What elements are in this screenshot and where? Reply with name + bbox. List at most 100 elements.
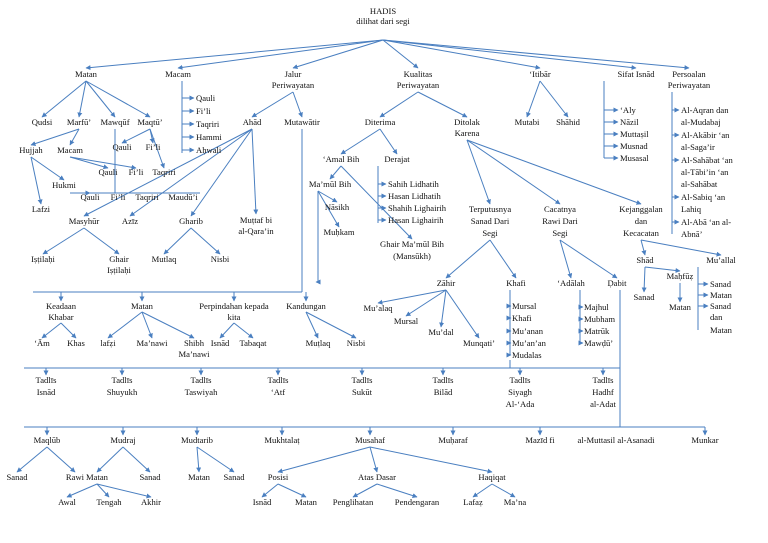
node-filic: Fi’li	[111, 192, 126, 202]
connector-arrow	[369, 446, 493, 474]
node-title1: HADIS	[370, 6, 396, 16]
node-akhir: Akhir	[141, 497, 161, 507]
node-munqati: Munqati’	[463, 338, 495, 348]
node-majhul: Majhul	[584, 302, 609, 312]
connector-arrow	[472, 483, 493, 498]
connector-arrow	[369, 446, 379, 473]
node-lafzi1: Lafzi	[32, 204, 51, 214]
node-aqran2: al-Mudabaj	[681, 117, 721, 127]
connector-arrow	[340, 165, 413, 240]
node-keadaan1: Keadaan	[46, 301, 77, 311]
node-khafi: Khafi	[506, 278, 526, 288]
node-t_bilad2: Bilād	[434, 387, 453, 397]
node-nazil: Nāzil	[620, 117, 639, 127]
connector-arrow	[445, 239, 491, 279]
node-ps_matan: Matan	[295, 497, 318, 507]
connector-arrow	[539, 80, 569, 118]
connector-arrow	[379, 128, 398, 155]
connector-arrow	[30, 156, 43, 205]
node-t_shuyukh1: Tadlīs	[112, 375, 134, 385]
node-mahfuz: Maḥfūẓ	[667, 271, 694, 281]
node-ma_sdm2: dan	[710, 312, 723, 322]
node-istilahi1: Iṣṭilaḥi	[31, 254, 55, 264]
node-ditolak1: Ditolak	[454, 117, 480, 127]
node-gharib: Gharib	[179, 216, 203, 226]
node-mursalkhafi1: Mursal	[512, 301, 537, 311]
node-am: ‘Ām	[34, 338, 50, 348]
node-muanan: Mu’anan	[512, 326, 544, 336]
node-munkar: Munkar	[691, 435, 718, 445]
node-mudal: Mu’dal	[428, 327, 454, 337]
node-posisi: Posisi	[268, 472, 289, 482]
node-aqran1: Al-Aqran dan	[681, 105, 729, 115]
connector-arrow	[640, 239, 647, 256]
node-atasdasar: Atas Dasar	[358, 472, 396, 482]
node-kejang3: Kecacatan	[623, 228, 659, 238]
node-t_sukut1: Tadlīs	[352, 375, 374, 385]
node-muannan: Mu’an’an	[512, 338, 547, 348]
node-t_taswiyah2: Taswiyah	[185, 387, 219, 397]
connector-arrow	[329, 165, 342, 180]
connector-arrow	[96, 446, 124, 473]
node-mq_qauli: Qauli	[196, 93, 216, 103]
node-hasanligh: Hasan Lighairih	[388, 215, 444, 225]
node-mualaq: Mu’alaq	[363, 303, 393, 313]
node-pers2: Periwayatan	[668, 80, 711, 90]
node-mutlaq2: Muṭlaq	[306, 338, 332, 348]
node-mansukh: (Mansūkh)	[393, 251, 431, 261]
connector-arrow	[30, 128, 80, 146]
node-akabir2: al-Saga’ir	[681, 142, 715, 152]
node-mubham: Mubham	[584, 314, 615, 324]
connector-arrow	[42, 227, 85, 255]
node-mursalkhafi2: Khafi	[512, 313, 532, 323]
node-muttasil: Muttaṣil	[620, 129, 649, 139]
node-terputus2: Sanad Dari	[471, 216, 510, 226]
node-t_siyagh2: Siyagh	[508, 387, 533, 397]
node-md_matan: Matan	[86, 472, 109, 482]
connector-arrow	[163, 227, 192, 255]
node-mq_taqriri: Taqriri	[196, 119, 220, 129]
node-diterima: Diterima	[365, 117, 396, 127]
node-sabiq1: Al-Sabiq ‘an	[681, 192, 726, 202]
connector-lines	[16, 39, 722, 499]
connector-arrow	[141, 311, 195, 339]
node-sahabat1: Al-Sahābat ‘an	[681, 155, 733, 165]
node-akabir1: Al-Akābir ‘an	[681, 130, 730, 140]
connector-arrow	[439, 289, 447, 328]
node-mazid: Mazīd fi	[525, 435, 555, 445]
node-musasal: Musasal	[620, 153, 649, 163]
connector-arrow	[377, 289, 447, 305]
connector-arrow	[196, 446, 202, 473]
node-derajat: Derajat	[384, 154, 410, 164]
node-ma_matan: Matan	[710, 290, 733, 300]
node-mutawatir: Mutawātir	[284, 117, 320, 127]
node-cacat3: Segi	[552, 228, 568, 238]
node-shibh2: Ma’nawi	[178, 349, 210, 359]
node-muttafaq2: al-Qara’in	[238, 226, 274, 236]
node-nasikh: Nāsikh	[325, 202, 350, 212]
node-mudtarib: Mudtarib	[181, 435, 213, 445]
connector-arrow	[261, 483, 279, 498]
node-taqriri_b: Taqriri	[152, 167, 176, 177]
node-shad: Shād	[636, 255, 654, 265]
node-kejang2: dan	[635, 216, 648, 226]
connector-arrow	[251, 128, 259, 215]
node-hujjah: Hujjah	[19, 145, 43, 155]
node-sahih: Sahih Lidhatih	[388, 179, 440, 189]
connector-arrow	[382, 39, 690, 71]
connector-arrow	[559, 239, 573, 279]
node-mamul: Ma’mūl Bih	[309, 179, 352, 189]
node-mawquf: Mawqūf	[100, 117, 129, 127]
connector-arrow	[251, 91, 294, 118]
node-sahabat3: al-Sahābat	[681, 179, 718, 189]
node-ma_sdm3: Matan	[710, 325, 733, 335]
node-shahihligh: Shahih Lighairih	[388, 203, 447, 213]
node-itibar: ‘Itibār	[529, 69, 551, 79]
connector-arrow	[292, 39, 384, 70]
node-kandungan: Kandungan	[286, 301, 326, 311]
node-adalah: ‘Adālah	[557, 278, 585, 288]
node-mq_hammi: Hammi	[196, 132, 222, 142]
node-ma_sdm1: Sanad	[710, 301, 732, 311]
node-filib: Fi’li	[146, 142, 161, 152]
